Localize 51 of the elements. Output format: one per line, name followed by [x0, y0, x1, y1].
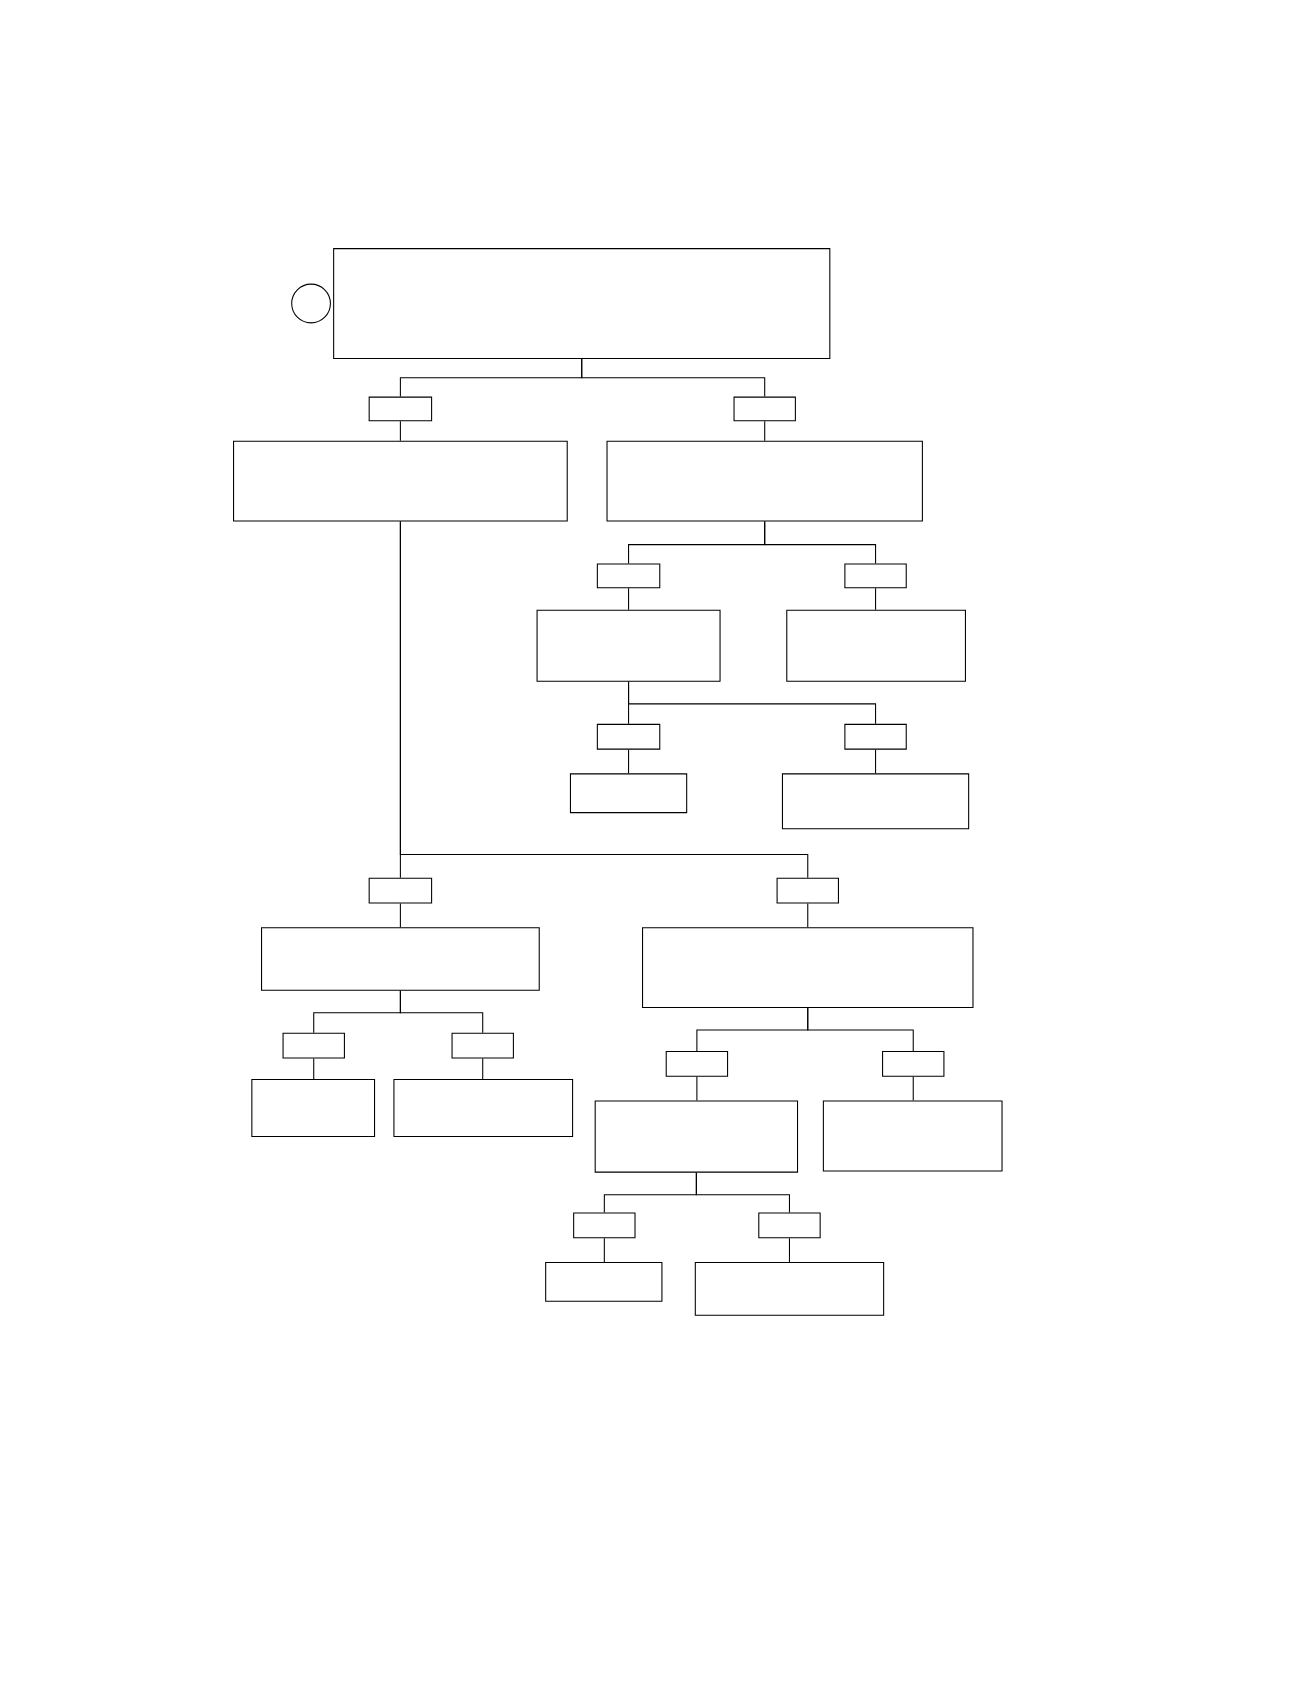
connector-line — [399, 520, 809, 879]
small-box — [733, 396, 796, 422]
connector-line — [764, 420, 766, 442]
connector-line — [695, 1172, 790, 1213]
small-box — [882, 1051, 945, 1077]
connector-line — [482, 1058, 484, 1080]
small-box — [368, 396, 433, 422]
connector-line — [313, 1058, 315, 1080]
circle — [291, 283, 331, 324]
blank-box — [781, 773, 970, 830]
blank-box — [233, 440, 568, 522]
blank-box — [536, 609, 721, 682]
blank-box — [545, 1261, 663, 1302]
small-box — [368, 877, 433, 904]
small-box — [573, 1212, 636, 1239]
connector-line — [399, 420, 401, 442]
connector-line — [696, 1076, 698, 1102]
blank-box — [786, 609, 966, 682]
blank-box — [393, 1079, 574, 1138]
blank-box — [333, 248, 831, 359]
blank-box — [606, 440, 923, 522]
connector-line — [628, 587, 630, 611]
connector-line — [807, 1007, 914, 1052]
connector-line — [603, 1237, 605, 1263]
blank-box — [569, 773, 688, 814]
blank-box — [594, 1100, 799, 1173]
connector-line — [399, 990, 484, 1034]
blank-box — [261, 927, 540, 991]
connector-line — [399, 903, 401, 928]
small-box — [844, 563, 907, 589]
small-box — [665, 1051, 729, 1077]
small-box — [844, 723, 907, 750]
small-box — [451, 1032, 514, 1059]
connector-line — [912, 1076, 914, 1102]
connector-line — [788, 1237, 790, 1263]
small-box — [758, 1212, 821, 1239]
blank-box — [251, 1079, 376, 1138]
blank-box — [822, 1100, 1003, 1172]
connector-line — [875, 749, 877, 774]
small-box — [282, 1032, 345, 1059]
small-box — [596, 563, 661, 589]
connector-line — [875, 587, 877, 611]
connector-line — [807, 903, 809, 928]
connector-line — [628, 749, 630, 774]
connector-line — [628, 681, 877, 725]
small-box — [776, 877, 839, 904]
small-box — [596, 723, 661, 750]
connector-line — [581, 358, 766, 398]
connector-line — [764, 520, 877, 564]
blank-box — [642, 927, 974, 1008]
blank-box — [694, 1261, 885, 1316]
